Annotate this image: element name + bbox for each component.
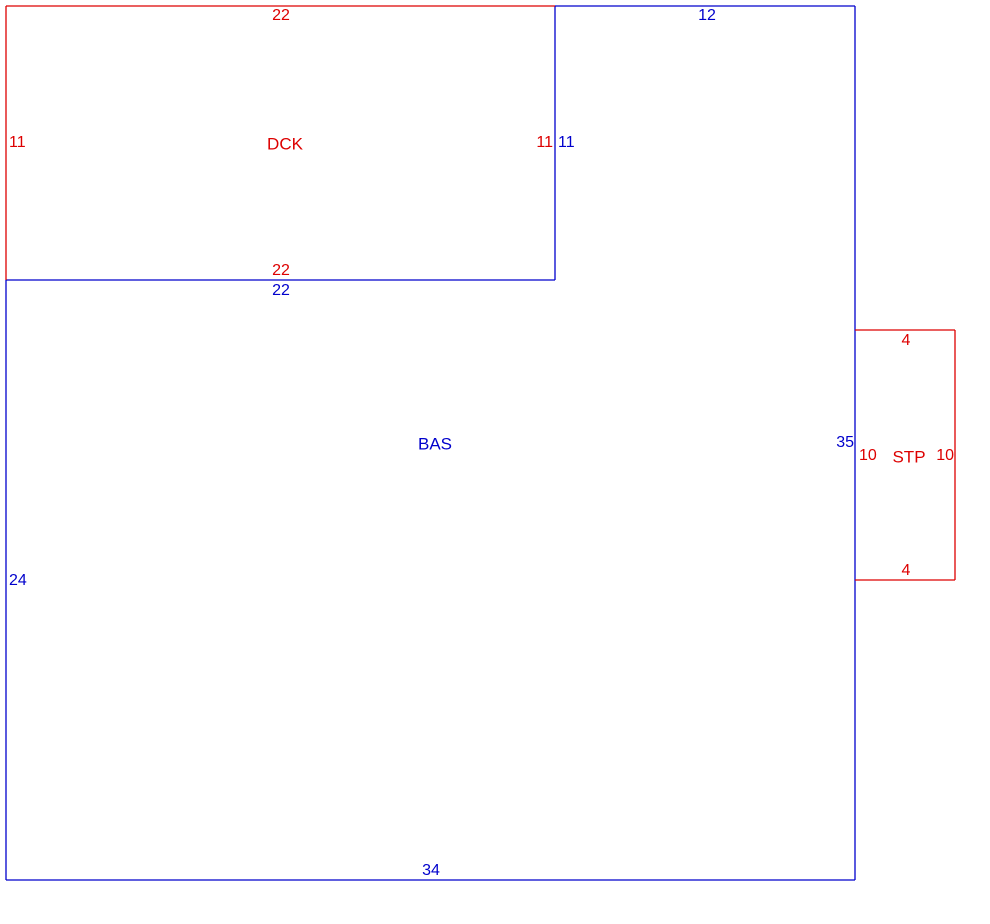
bas-dim-dck-bottom: 22 xyxy=(272,282,290,299)
bas-dim-left: 24 xyxy=(9,572,27,589)
dck-area-label: DCK xyxy=(267,134,304,153)
stp-area-label: STP xyxy=(892,447,925,466)
bas-labels: 12 11 22 BAS 35 24 34 xyxy=(9,7,854,879)
bas-dim-bottom: 34 xyxy=(422,862,440,879)
stp-labels: 4 10 STP 10 4 xyxy=(859,332,954,579)
bas-dim-dck-side: 11 xyxy=(558,134,575,151)
dck-outline xyxy=(5,5,555,280)
dck-labels: 22 11 DCK 11 22 xyxy=(9,7,553,279)
stp-dim-bottom: 4 xyxy=(902,562,911,579)
stp-outline xyxy=(855,329,956,581)
stp-dim-right: 10 xyxy=(936,447,954,464)
bas-outline xyxy=(5,5,856,881)
bas-area-label: BAS xyxy=(418,434,452,453)
dck-dim-right: 11 xyxy=(536,134,553,151)
dck-dim-bottom: 22 xyxy=(272,262,290,279)
bas-dim-top: 12 xyxy=(698,7,716,24)
dck-dim-left: 11 xyxy=(9,134,26,151)
dck-dim-top: 22 xyxy=(272,7,290,24)
bas-dim-right: 35 xyxy=(836,434,854,451)
stp-dim-left: 10 xyxy=(859,447,877,464)
stp-dim-top: 4 xyxy=(902,332,911,349)
